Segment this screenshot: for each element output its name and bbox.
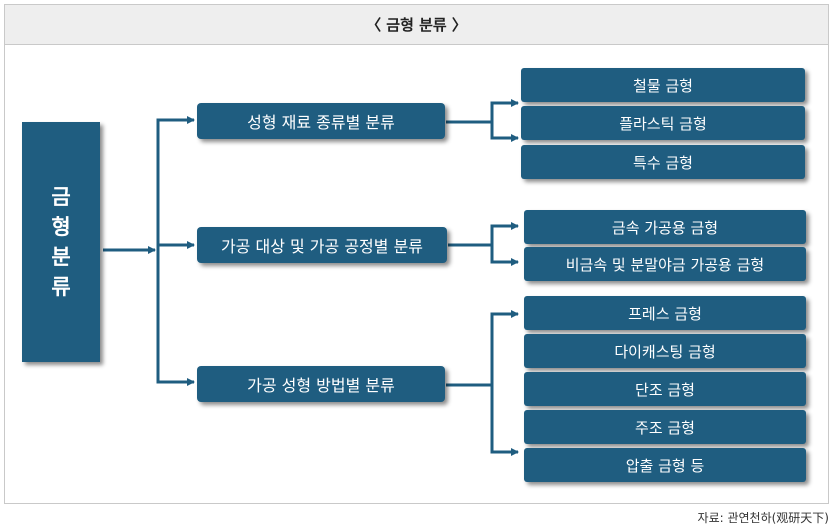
source-note: 자료: 관연천하(观研天下) <box>697 511 829 525</box>
leaf-node: 금속 가공용 금형 <box>524 210 806 244</box>
leaf-node: 다이캐스팅 금형 <box>524 334 806 368</box>
leaf-node: 주조 금형 <box>524 410 806 444</box>
root-node: 금 형 분 류 <box>22 122 100 362</box>
category-material: 성형 재료 종류별 분류 <box>197 103 445 139</box>
leaf-node: 단조 금형 <box>524 372 806 406</box>
leaf-node: 철물 금형 <box>521 68 805 102</box>
category-process: 가공 대상 및 가공 공정별 분류 <box>197 227 447 263</box>
diagram-title: 〈 금형 분류 〉 <box>5 5 828 45</box>
leaf-node: 특수 금형 <box>521 145 805 179</box>
leaf-node: 비금속 및 분말야금 가공용 금형 <box>524 247 806 281</box>
leaf-node: 프레스 금형 <box>524 296 806 330</box>
root-char: 류 <box>51 275 71 299</box>
leaf-node: 압출 금형 등 <box>524 448 806 482</box>
root-char: 분 <box>51 245 71 269</box>
category-method: 가공 성형 방법별 분류 <box>197 366 445 402</box>
leaf-node: 플라스틱 금형 <box>521 106 805 140</box>
root-char: 금 <box>51 185 71 209</box>
root-char: 형 <box>51 215 71 239</box>
